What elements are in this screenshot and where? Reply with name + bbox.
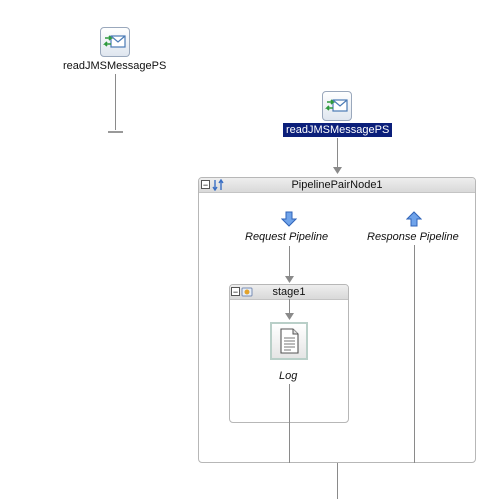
- response-pipeline-label[interactable]: Response Pipeline: [367, 231, 459, 243]
- connector-line: [337, 138, 338, 168]
- log-action-label[interactable]: Log: [279, 370, 298, 382]
- connector-arrowhead-icon: [285, 313, 294, 320]
- request-pipeline-label[interactable]: Request Pipeline: [245, 231, 329, 243]
- pipeline-pair-header[interactable]: PipelinePairNode1: [199, 178, 475, 193]
- connector-line: [115, 74, 116, 130]
- log-action-node[interactable]: [270, 322, 308, 360]
- proxy-service-label-selected[interactable]: readJMSMessagePS: [283, 123, 393, 137]
- connector-arrowhead-icon: [285, 276, 294, 283]
- connector-line: [289, 299, 290, 313]
- proxy-service-icon[interactable]: [100, 27, 130, 57]
- connector-arrowhead-icon: [333, 167, 342, 174]
- request-pipeline-line: [289, 384, 290, 463]
- response-pipeline-icon[interactable]: [406, 211, 422, 227]
- collapse-toggle-button[interactable]: −: [201, 180, 210, 190]
- stage-icon: [241, 287, 253, 297]
- document-icon: [280, 328, 299, 354]
- proxy-service-label[interactable]: readJMSMessagePS: [63, 60, 167, 72]
- request-pipeline-icon[interactable]: [281, 211, 297, 227]
- connector-line: [289, 246, 290, 276]
- envelope-icon: [325, 99, 348, 112]
- proxy-service-icon[interactable]: [322, 91, 352, 121]
- pipeline-pair-icon: [212, 179, 224, 191]
- connector-line: [337, 463, 338, 499]
- stage-title: stage1: [272, 286, 306, 298]
- response-pipeline-line: [414, 245, 415, 463]
- flow-end-marker: [108, 131, 123, 133]
- collapse-toggle-button[interactable]: −: [231, 287, 240, 297]
- envelope-icon: [103, 35, 126, 48]
- pipeline-pair-title: PipelinePairNode1: [291, 179, 383, 191]
